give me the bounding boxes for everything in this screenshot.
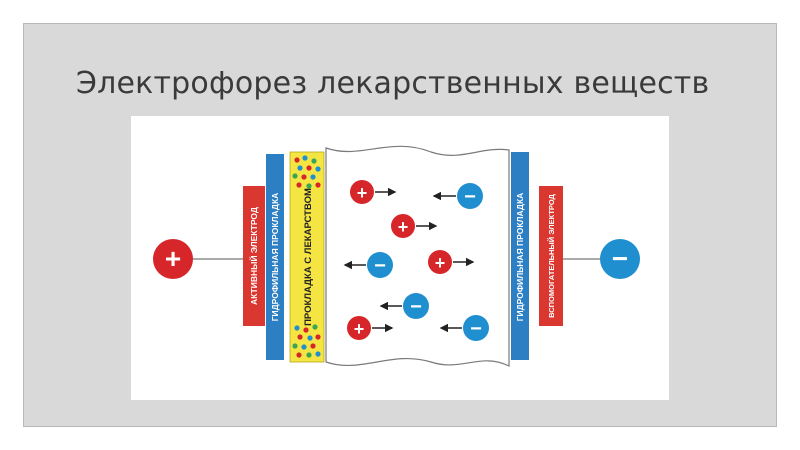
positive-ion: + [391,214,438,238]
svg-text:+: + [165,243,181,274]
svg-text:−: − [464,186,476,208]
active-electrode: АКТИВНЫЙ ЭЛЕКТРОД [243,186,265,326]
drug-pad-label: ПРОКЛАДКА С ЛЕКАРСТВОМ [303,188,314,326]
svg-text:+: + [398,217,409,237]
hydrophilic-pad-left: ГИДРОФИЛЬНАЯ ПРОКЛАДКА [266,154,284,360]
negative-ion: − [379,293,429,319]
svg-text:+: + [354,319,365,339]
drug-pad: ПРОКЛАДКА С ЛЕКАРСТВОМ [289,151,325,363]
negative-ion: − [439,315,489,341]
negative-ion: − [432,183,483,209]
auxiliary-electrode-label: ВСПОМОГАТЕЛЬНЫЙ ЭЛЕКТРОД [547,193,556,317]
svg-text:+: + [357,183,368,203]
hydrophilic-pad-right: ГИДРОФИЛЬНАЯ ПРОКЛАДКА [511,152,529,360]
positive-terminal: + [153,239,193,279]
negative-ion: − [343,252,393,278]
svg-text:−: − [374,255,386,277]
electrophoresis-diagram: + − АКТИВНЫЙ ЭЛЕКТРОД ГИДРОФИЛЬНАЯ ПРОКЛ… [131,116,669,400]
diagram-svg: + − АКТИВНЫЙ ЭЛЕКТРОД ГИДРОФИЛЬНАЯ ПРОКЛ… [153,145,640,367]
drug-particles-top [292,155,321,189]
hydrophilic-pad-left-label: ГИДРОФИЛЬНАЯ ПРОКЛАДКА [270,193,280,322]
drug-particles-bottom [292,324,321,358]
hydrophilic-pad-right-label: ГИДРОФИЛЬНАЯ ПРОКЛАДКА [515,193,525,322]
active-electrode-label: АКТИВНЫЙ ЭЛЕКТРОД [248,207,259,305]
positive-ion: + [350,180,397,204]
positive-ion: + [347,316,394,340]
auxiliary-electrode: ВСПОМОГАТЕЛЬНЫЙ ЭЛЕКТРОД [539,186,563,326]
svg-text:−: − [410,296,422,318]
svg-text:−: − [612,243,628,274]
svg-text:−: − [470,318,482,340]
negative-terminal: − [600,239,640,279]
slide-title: Электрофорез лекарственных веществ [76,66,710,101]
positive-ion: + [428,250,475,274]
svg-text:+: + [435,253,446,273]
